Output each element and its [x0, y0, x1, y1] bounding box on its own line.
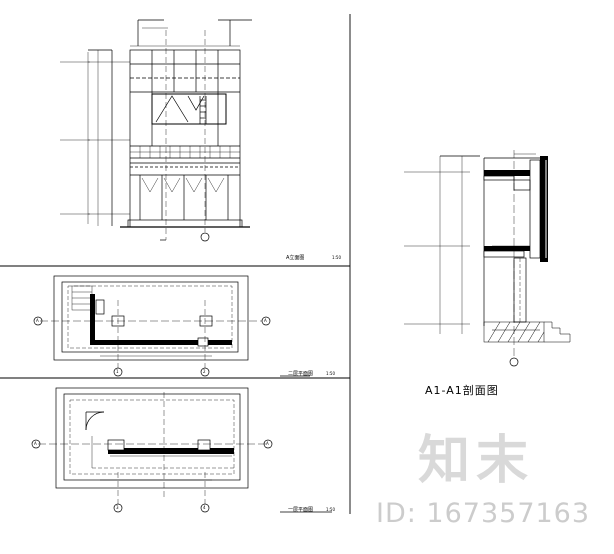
- axis-label-a-plan2-right: A: [264, 318, 267, 323]
- axis-label-4-plan1: 4: [203, 505, 206, 510]
- floor-plan-2: [33, 275, 310, 377]
- section-view: [404, 150, 571, 367]
- watermark-brand: 知末: [418, 431, 535, 491]
- watermark-id: ID: 167357163: [376, 498, 591, 529]
- plan2-title: 二层平面图: [288, 371, 314, 377]
- axis-label-a-plan2-left: A: [36, 318, 39, 323]
- axis-label-3-plan1: 3: [116, 505, 119, 510]
- axis-label-a-plan1-right: A: [266, 441, 269, 446]
- elevation-title: A立面图: [286, 255, 305, 261]
- elevation-view: [60, 19, 252, 242]
- section-title: A1-A1剖面图: [425, 384, 499, 397]
- axis-label-a-plan1-left: A: [34, 441, 37, 446]
- plan2-scale: 1:50: [326, 371, 335, 376]
- floor-plan-1: [31, 387, 332, 513]
- plan1-scale: 1:50: [326, 507, 335, 512]
- sheet-dividers: [0, 14, 351, 514]
- plan1-title: 一层平面图: [288, 507, 314, 513]
- axis-label-2-plan2: 2: [203, 369, 206, 374]
- axis-label-1-plan2: 1: [116, 369, 119, 374]
- elevation-scale: 1:50: [332, 255, 341, 260]
